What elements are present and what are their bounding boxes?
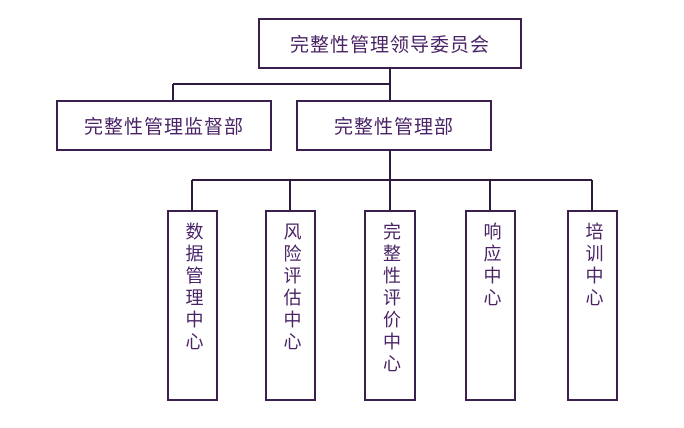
center-node-response: 响应中心 [465,210,516,401]
center-node-response-label: 响应中心 [480,222,502,310]
root-node: 完整性管理领导委员会 [258,18,522,69]
center-node-data: 数据管理中心 [167,210,218,401]
center-node-risk: 风险评估中心 [265,210,316,401]
center-node-evaluation-label: 完整性评价中心 [380,222,401,376]
center-node-risk-label: 风险评估中心 [280,222,302,354]
center-node-training-label: 培训中心 [582,222,604,310]
center-node-data-label: 数据管理中心 [182,222,204,354]
level2-node-management: 完整性管理部 [296,100,492,151]
center-node-training: 培训中心 [567,210,618,401]
level2-node-monitor: 完整性管理监督部 [56,100,272,151]
center-node-evaluation: 完整性评价中心 [364,210,416,401]
